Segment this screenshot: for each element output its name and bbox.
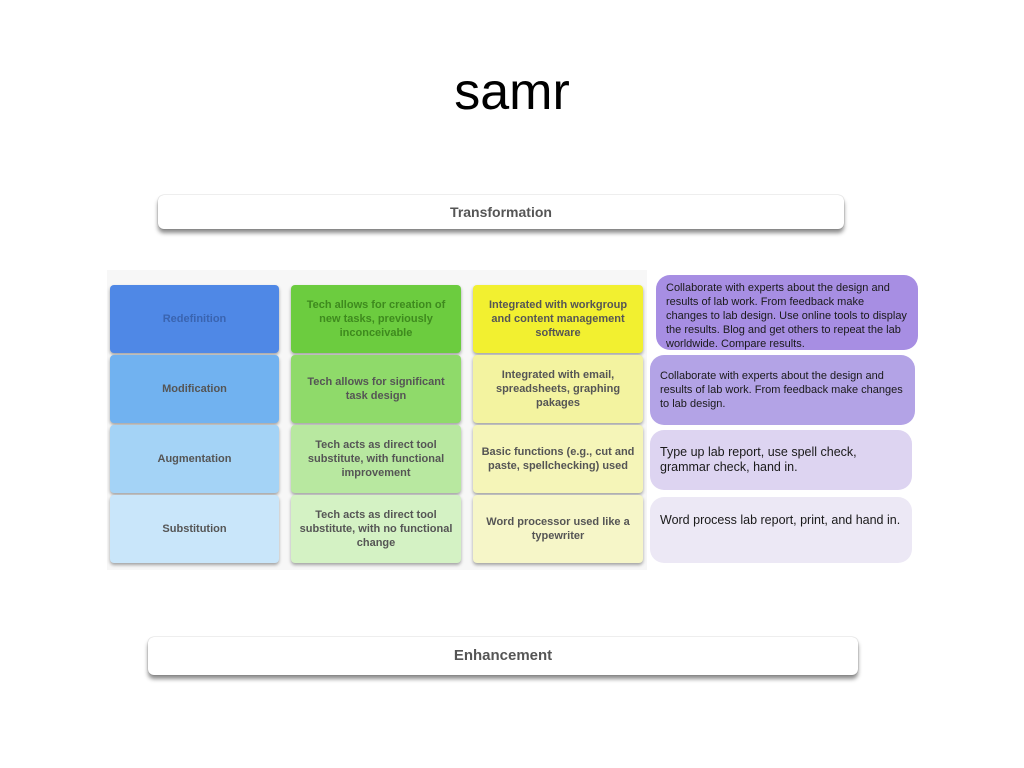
example-redefinition-text: Collaborate with experts about the desig…	[666, 282, 907, 350]
level-redefinition: Redefinition	[110, 285, 279, 353]
level-substitution: Substitution	[110, 495, 279, 563]
example-redefinition: Collaborate with experts about the desig…	[656, 275, 918, 350]
task-modification: Tech allows for significant task design	[291, 355, 461, 423]
example-augmentation: Type up lab report, use spell check, gra…	[650, 430, 912, 490]
slide-title: samr	[454, 63, 570, 121]
task-augmentation: Tech acts as direct tool substitute, wit…	[291, 425, 461, 493]
enhancement-band: Enhancement	[148, 637, 858, 675]
task-substitution: Tech acts as direct tool substitute, wit…	[291, 495, 461, 563]
example-substitution: Word process lab report, print, and hand…	[650, 497, 912, 563]
level-augmentation: Augmentation	[110, 425, 279, 493]
tool-redefinition: Integrated with workgroup and content ma…	[473, 285, 643, 353]
level-modification: Modification	[110, 355, 279, 423]
example-modification: Collaborate with experts about the desig…	[650, 355, 915, 425]
example-modification-text: Collaborate with experts about the desig…	[660, 370, 903, 410]
tool-modification: Integrated with email, spreadsheets, gra…	[473, 355, 643, 423]
tool-augmentation: Basic functions (e.g., cut and paste, sp…	[473, 425, 643, 493]
example-augmentation-text: Type up lab report, use spell check, gra…	[660, 445, 857, 474]
example-substitution-text: Word process lab report, print, and hand…	[660, 513, 901, 527]
transformation-band: Transformation	[158, 195, 844, 229]
tool-substitution: Word processor used like a typewriter	[473, 495, 643, 563]
task-redefinition: Tech allows for creation of new tasks, p…	[291, 285, 461, 353]
